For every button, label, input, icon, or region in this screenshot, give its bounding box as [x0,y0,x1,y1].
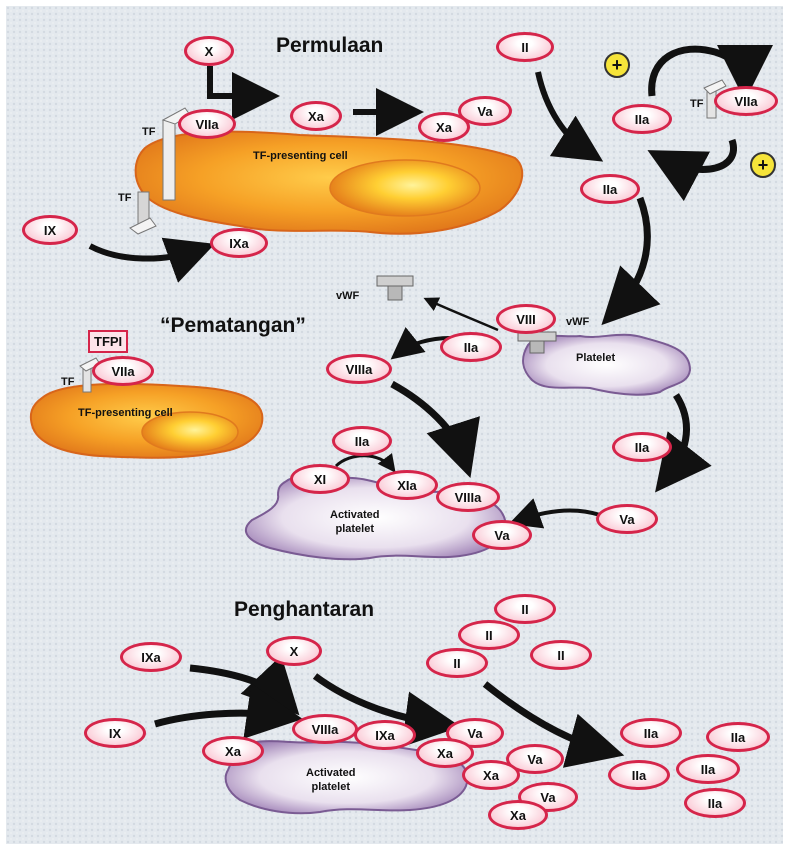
arrow-viiia-to-activated [392,384,464,458]
arrow-iia-to-vwf [428,300,498,330]
plus-icon-1: + [604,52,630,78]
arrow-va-to-activated [520,510,600,520]
tf-label-b: TF [118,192,131,204]
factor-va-initiation: Va [458,96,512,126]
factor-va-activated: Va [472,520,532,550]
arrow-xi-to-xia [336,456,392,468]
tf-cell-1-label: TF-presenting cell [253,150,348,162]
platelet-shape [523,335,690,395]
arrow-iia-to-platelet [616,198,647,310]
vwf-free-label: vWF [336,290,359,302]
factor-viia-loop: VIIa [714,86,778,116]
factor-ixa-complex: IXa [354,720,416,750]
factor-viiia-amplification: VIIIa [326,354,392,384]
factor-xa-mid: Xa [290,101,342,131]
factor-ixa-propagation: IXa [120,642,182,672]
tf-label-a: TF [142,126,155,138]
factor-viia-initiation: VIIa [178,109,236,139]
tf-presenting-cell-2 [31,384,262,458]
phase-title-amplification: “Pematangan” [160,314,306,338]
activated-platelet-2-line-2: platelet [306,780,356,794]
factor-viia-tfpi: VIIa [92,356,154,386]
tf-presenting-cell-1 [136,132,523,234]
arrow-ix-to-ixa [90,246,198,259]
factor-viii: VIII [496,304,556,334]
factor-iia-mid: IIa [580,174,640,204]
factor-ii-initiation: II [496,32,554,62]
tf-cell-2-label: TF-presenting cell [78,407,173,419]
tf-label-d: TF [61,376,74,388]
factor-iia-amplification: IIa [440,332,502,362]
factor-xa-propagation-3: Xa [462,760,520,790]
arrow-ix-to-complex [155,713,282,724]
activated-platelet-1-line-2: platelet [330,522,380,536]
factor-ix-initiation: IX [22,215,78,245]
activated-platelet-2-line-1: Activated [306,766,356,780]
factor-va-right: Va [596,504,658,534]
tf-label-c: TF [690,98,703,110]
phase-title-propagation: Penghantaran [234,598,374,622]
arrow-platelet-to-iia [668,395,686,476]
arrow-x-to-xa [210,66,262,96]
plus-icon-2: + [750,152,776,178]
factor-ix-propagation: IX [84,718,146,748]
factor-iia-5: IIa [684,788,746,818]
factor-iia-activated: IIa [332,426,392,456]
factor-x-initiation: X [184,36,234,66]
activated-platelet-2-label: Activated platelet [306,766,356,794]
factor-x-propagation: X [266,636,322,666]
factor-ii-2: II [458,620,520,650]
factor-viiia-propagation: VIIIa [292,714,358,744]
arrow-ii-to-iia [538,72,588,152]
factor-viiia-activated: VIIIa [436,482,500,512]
factor-ii-1: II [494,594,556,624]
factor-ii-4: II [426,648,488,678]
factor-iia-right: IIa [612,432,672,462]
activated-platelet-1-label: Activated platelet [330,508,380,536]
arrow-ixa-to-complex [190,668,285,700]
loop-arrow-bottom [666,140,734,170]
platelet-label: Platelet [576,352,615,364]
factor-xa-propagation-2: Xa [416,738,474,768]
factor-iia-3: IIa [608,760,670,790]
factor-iia-1: IIa [620,718,682,748]
vwf-free-shape [377,276,413,300]
tfpi-box: TFPI [88,330,128,353]
factor-iia-loop: IIa [612,104,672,134]
factor-xa-propagation-4: Xa [488,800,548,830]
factor-ixa-initiation: IXa [210,228,268,258]
factor-iia-2: IIa [706,722,770,752]
arrow-ii-to-iia [485,684,604,750]
factor-xia: XIa [376,470,438,500]
factor-iia-4: IIa [676,754,740,784]
factor-xa-left: Xa [202,736,264,766]
vwf-bound-label: vWF [566,316,589,328]
factor-xi: XI [290,464,350,494]
activated-platelet-1-line-1: Activated [330,508,380,522]
phase-title-initiation: Permulaan [276,34,383,58]
factor-ii-3: II [530,640,592,670]
